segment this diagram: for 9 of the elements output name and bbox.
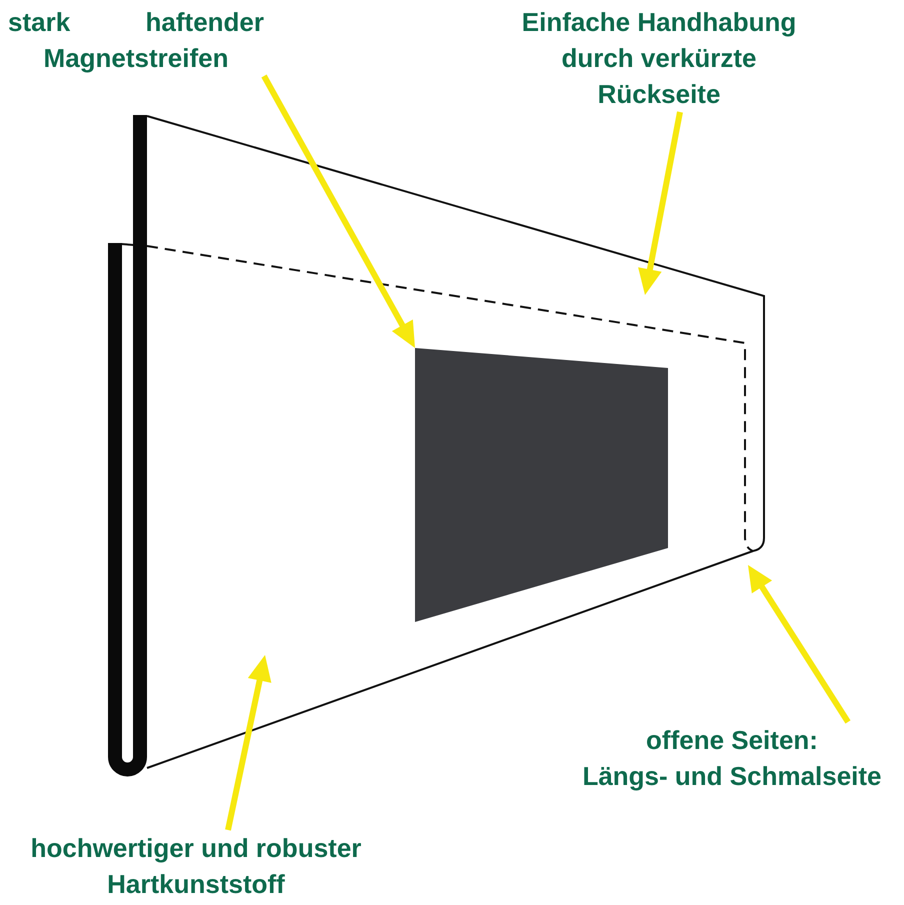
magnet-strip — [415, 348, 668, 622]
leader-arrow — [638, 111, 683, 296]
callout-text: hochwertiger und robuster Hartkunststoff — [0, 830, 392, 902]
callout-text: Einfache Handhabung durch verkürzte Rückseite — [489, 4, 829, 112]
callout-text: stark haftender Magnetstreifen — [8, 4, 264, 76]
leader-arrow — [261, 74, 418, 350]
callout-text: offene Seiten: Längs- und Schmalseite — [560, 722, 904, 794]
leader-arrow — [225, 654, 272, 831]
leader-arrow — [745, 563, 851, 724]
